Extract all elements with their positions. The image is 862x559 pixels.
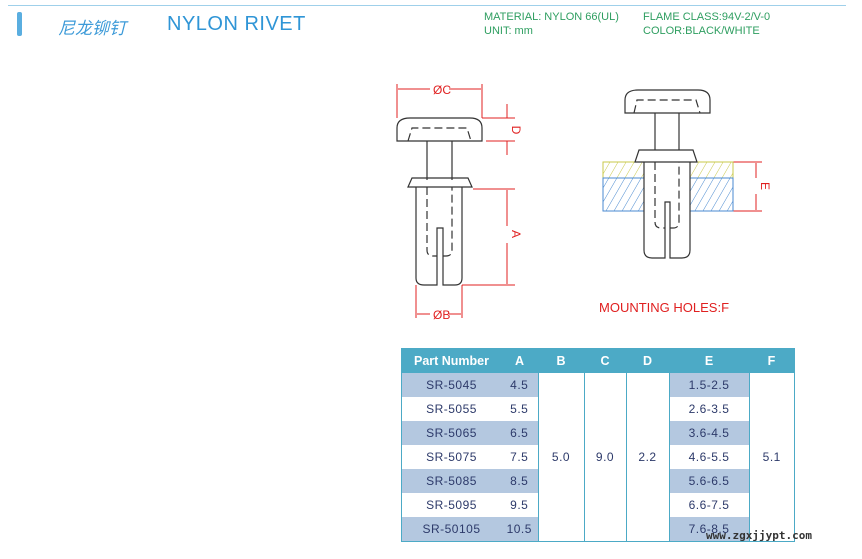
dim-c-label: ØC [433, 83, 451, 97]
rivet-installed-view [624, 89, 711, 259]
e-cell: 4.6-5.5 [669, 445, 749, 469]
title-accent-bar [17, 12, 22, 36]
a-cell: 10.5 [501, 517, 538, 542]
part-number-cell: SR-5045 [401, 373, 501, 397]
table-header-row: Part Number A B C D E F [401, 348, 795, 373]
a-cell: 5.5 [501, 397, 538, 421]
specification-table: Part Number A B C D E F SR-5045 4.5 5.0 … [401, 348, 795, 542]
header-a: A [501, 348, 538, 373]
a-cell: 7.5 [501, 445, 538, 469]
e-cell: 3.6-4.5 [669, 421, 749, 445]
e-cell: 7.6-8.5 [669, 517, 749, 542]
header-part-number: Part Number [401, 348, 501, 373]
a-cell: 9.5 [501, 493, 538, 517]
header-f: F [749, 348, 795, 373]
e-cell: 6.6-7.5 [669, 493, 749, 517]
c-cell: 9.0 [583, 373, 627, 542]
part-number-cell: SR-5065 [401, 421, 501, 445]
a-cell: 4.5 [501, 373, 538, 397]
part-number-cell: SR-5075 [401, 445, 501, 469]
mounting-panel [602, 161, 734, 212]
part-number-cell: SR-5085 [401, 469, 501, 493]
title-english: NYLON RIVET [167, 13, 306, 35]
mounting-holes-label: MOUNTING HOLES:F [599, 300, 729, 315]
watermark: www.zgxjjypt.com [706, 529, 812, 542]
f-cell: 5.1 [748, 373, 795, 542]
rivet-side-view [396, 117, 483, 286]
e-cell: 5.6-6.5 [669, 469, 749, 493]
header-b: B [538, 348, 584, 373]
header-d: D [626, 348, 669, 373]
dimension-lines [396, 84, 762, 318]
material-spec: MATERIAL: NYLON 66(UL) [484, 11, 619, 23]
part-number-cell: SR-50105 [401, 517, 501, 542]
flame-class-spec: FLAME CLASS:94V-2/V-0 [643, 11, 771, 23]
e-cell: 1.5-2.5 [669, 373, 749, 397]
top-divider [8, 5, 846, 6]
table-row: SR-5045 4.5 5.0 9.0 2.2 1.5-2.5 5.1 [401, 373, 795, 542]
header-e: E [669, 348, 749, 373]
color-spec: COLOR:BLACK/WHITE [643, 25, 760, 37]
unit-spec: UNIT: mm [484, 25, 533, 37]
d-cell: 2.2 [625, 373, 670, 542]
dim-b-label: ØB [433, 308, 450, 322]
part-number-cell: SR-5055 [401, 397, 501, 421]
b-cell: 5.0 [537, 373, 585, 542]
dim-a-label: A [509, 230, 523, 238]
e-cell: 2.6-3.5 [669, 397, 749, 421]
title-chinese: 尼龙铆钉 [58, 19, 126, 39]
header-c: C [584, 348, 626, 373]
dim-e-label: E [758, 182, 772, 190]
dim-d-label: D [509, 126, 523, 135]
a-cell: 8.5 [501, 469, 538, 493]
part-number-cell: SR-5095 [401, 493, 501, 517]
a-cell: 6.5 [501, 421, 538, 445]
